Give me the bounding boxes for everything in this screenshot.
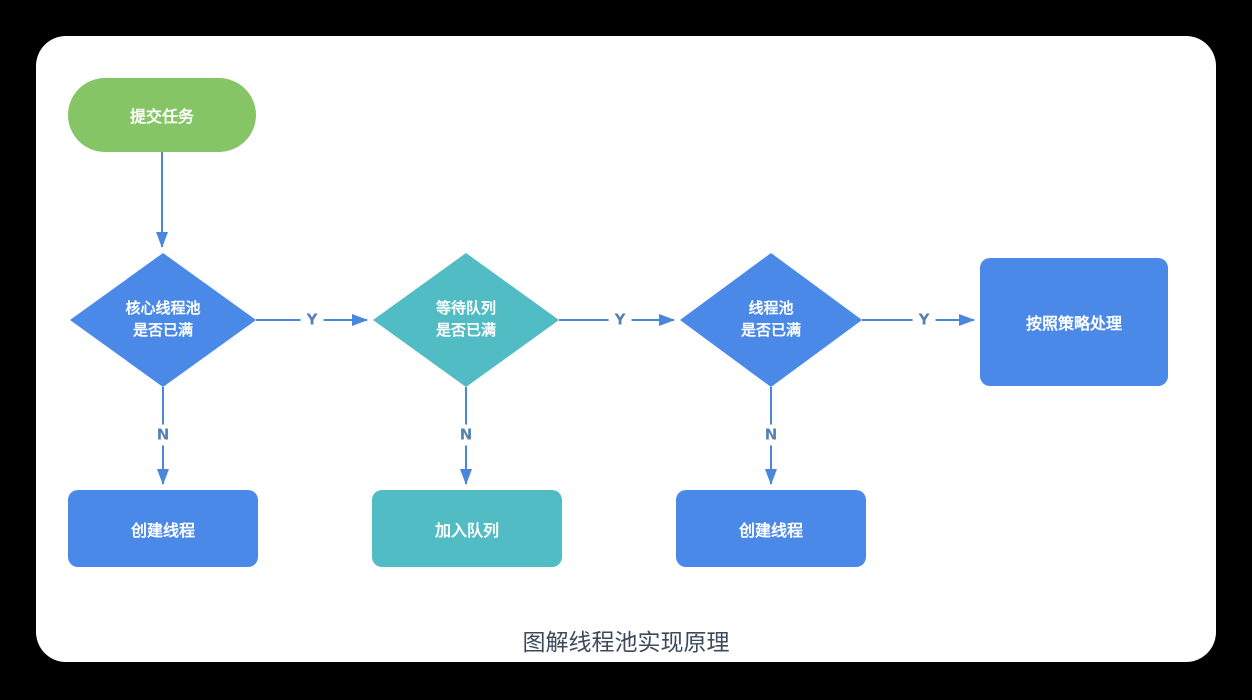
node-policy-handle: 按照策略处理	[980, 258, 1168, 386]
edge-label-yes-2: Y	[608, 309, 632, 331]
node-create-thread-2: 创建线程	[676, 490, 866, 567]
flowchart-card: 提交任务 核心线程池 是否已满 等待队列 是否已满 线程池 是否已满 按照策略处…	[36, 36, 1216, 662]
edge-label-no-1: N	[150, 424, 176, 446]
node-thread-pool-full-line1: 线程池	[748, 299, 794, 318]
node-wait-queue-full-line2: 是否已满	[435, 321, 496, 339]
edge-label-yes-3: Y	[912, 309, 936, 331]
node-join-queue: 加入队列	[372, 490, 562, 567]
node-create-thread-2-label: 创建线程	[738, 520, 803, 540]
node-create-thread-1: 创建线程	[68, 490, 258, 567]
edge-label-no-2: N	[453, 424, 479, 446]
node-join-queue-label: 加入队列	[434, 520, 499, 540]
node-core-pool-full-line1: 核心线程池	[125, 299, 201, 318]
node-wait-queue-full-line1: 等待队列	[435, 299, 496, 318]
edge-label-yes-1: Y	[300, 309, 324, 331]
edge-label-no-3: N	[758, 424, 784, 446]
node-submit-task: 提交任务	[68, 78, 256, 152]
node-core-pool-full-line2: 是否已满	[132, 321, 193, 339]
diagram-caption: 图解线程池实现原理	[522, 630, 730, 656]
node-submit-task-label: 提交任务	[129, 107, 194, 126]
node-thread-pool-full-line2: 是否已满	[740, 321, 801, 339]
node-create-thread-1-label: 创建线程	[130, 520, 195, 540]
node-policy-handle-label: 按照策略处理	[1025, 314, 1122, 333]
